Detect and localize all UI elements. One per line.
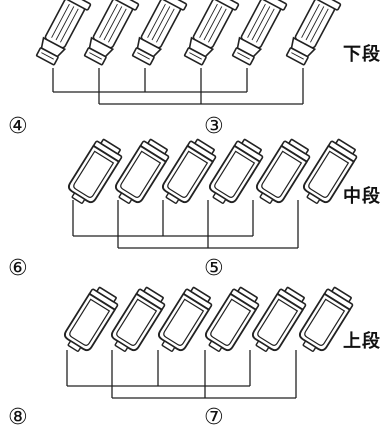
circuit-number-right: ⑦ xyxy=(204,405,224,430)
lamp-unit xyxy=(59,283,122,358)
tier-middle xyxy=(63,135,361,249)
circuit-number-right: ⑤ xyxy=(204,256,224,281)
lamp-unit xyxy=(180,0,240,68)
lamp-unit xyxy=(228,0,288,68)
tier-middle-units xyxy=(63,135,361,210)
tier-upper xyxy=(59,283,357,399)
tier-upper-units xyxy=(59,283,357,358)
tier-middle-label: 中段 xyxy=(343,186,381,207)
circuit-number-left: ⑧ xyxy=(8,405,28,430)
lamp-unit xyxy=(200,283,263,358)
tier-lower-wires xyxy=(52,68,304,105)
tier-middle-wires xyxy=(72,200,299,249)
lamp-unit xyxy=(153,283,216,358)
circuit-number-right: ③ xyxy=(204,114,224,139)
lamp-unit xyxy=(128,0,188,68)
lamp-unit xyxy=(110,135,173,210)
tier-lower-units xyxy=(32,0,342,68)
lamp-unit xyxy=(32,0,92,68)
lamp-unit xyxy=(80,0,140,68)
tier-upper-wires xyxy=(66,350,297,399)
lamp-unit xyxy=(106,283,169,358)
lamp-unit xyxy=(157,135,220,210)
lamp-unit xyxy=(282,0,342,68)
lamp-unit xyxy=(63,135,126,210)
lamp-unit xyxy=(251,135,314,210)
circuit-number-left: ⑥ xyxy=(8,256,28,281)
tier-lower xyxy=(32,0,342,105)
lamp-unit xyxy=(247,283,310,358)
tier-lower-label: 下段 xyxy=(343,44,381,65)
lamp-unit xyxy=(204,135,267,210)
tier-upper-label: 上段 xyxy=(343,331,381,352)
circuit-number-left: ④ xyxy=(8,114,28,139)
